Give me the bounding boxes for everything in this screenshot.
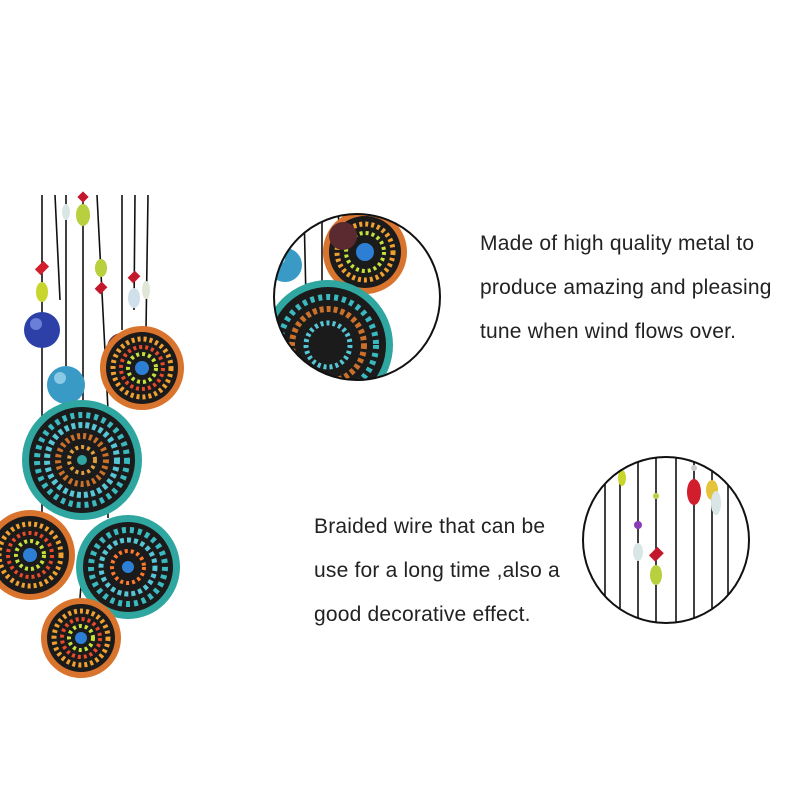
orange-mandala-disc-small xyxy=(100,326,184,410)
teal-mandala-disc-large xyxy=(22,400,142,520)
caption-braided-wire: Braided wire that can be use for a long … xyxy=(314,505,560,637)
wind-chime-image xyxy=(0,191,184,678)
caption-line: produce amazing and pleasing xyxy=(480,276,772,299)
caption-metal-quality: Made of high quality metal to produce am… xyxy=(480,222,772,354)
teal-mandala-disc-right xyxy=(76,515,180,619)
caption-line: use for a long time ,also a xyxy=(314,559,560,582)
glass-beads xyxy=(34,191,150,308)
caption-line: Made of high quality metal to xyxy=(480,232,755,255)
caption-line: Braided wire that can be xyxy=(314,515,546,538)
blue-glass-ball xyxy=(24,312,60,348)
light-blue-glass-ball xyxy=(47,366,85,404)
orange-mandala-disc-bottom xyxy=(41,598,121,678)
braided-wire-closeup xyxy=(582,456,750,624)
caption-line: good decorative effect. xyxy=(314,603,531,626)
metal-pendant-closeup xyxy=(273,213,441,381)
caption-line: tune when wind flows over. xyxy=(480,320,737,343)
orange-mandala-disc-left xyxy=(0,510,75,600)
